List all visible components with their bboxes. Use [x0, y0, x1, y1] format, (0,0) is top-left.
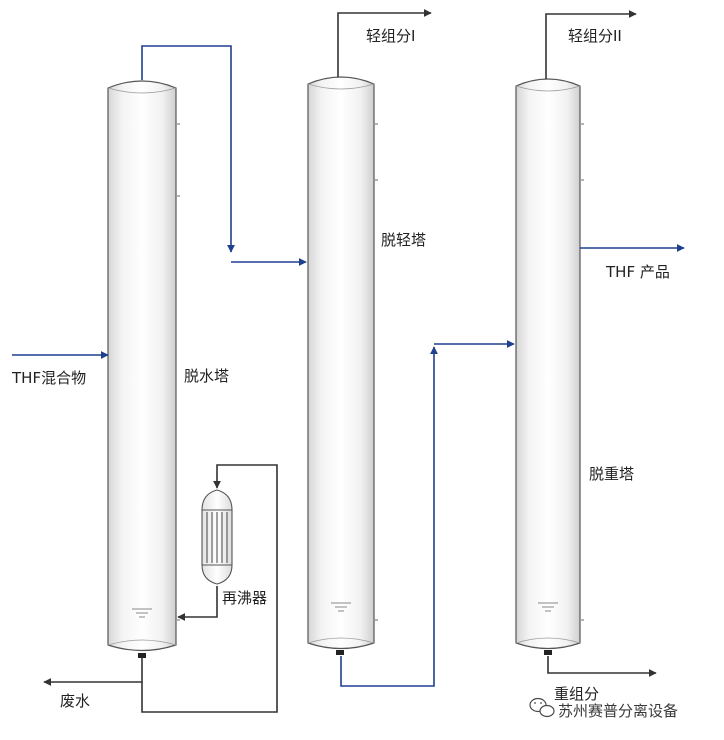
stream-light-tower-bottoms	[340, 346, 438, 687]
tower1-label: 脱水塔	[184, 367, 229, 385]
stream-reboiler-vapor	[177, 586, 218, 621]
tower-heavy-removal	[515, 78, 584, 655]
watermark-text: 苏州赛普分离设备	[558, 702, 678, 720]
stream-heavy-components	[547, 656, 657, 677]
tower-dehydration	[107, 80, 180, 658]
tower-light-removal	[307, 76, 378, 655]
wastewater-label: 废水	[60, 692, 90, 710]
liquid-level-icon	[331, 602, 351, 612]
stream-waste-water	[43, 658, 143, 686]
liquid-level-icon	[132, 608, 152, 618]
light1-label: 轻组分I	[366, 27, 415, 45]
tower2-label: 脱轻塔	[381, 231, 426, 249]
stream-reboiler-return	[141, 464, 278, 713]
stream-light-components-2	[545, 10, 637, 79]
tower3-label: 脱重塔	[589, 465, 634, 483]
wechat-icon	[529, 697, 555, 718]
watermark: 苏州赛普分离设备	[529, 697, 678, 720]
stream-light-components-1	[337, 9, 432, 77]
product-label: THF 产品	[605, 263, 670, 281]
reboiler-label: 再沸器	[222, 589, 267, 607]
light2-label: 轻组分II	[568, 27, 622, 45]
heavy-label: 重组分	[554, 685, 599, 703]
liquid-level-icon	[538, 602, 558, 612]
feed-label: THF混合物	[11, 369, 86, 387]
stream-dehydrated-overhead	[141, 45, 235, 253]
reboiler	[201, 489, 233, 585]
